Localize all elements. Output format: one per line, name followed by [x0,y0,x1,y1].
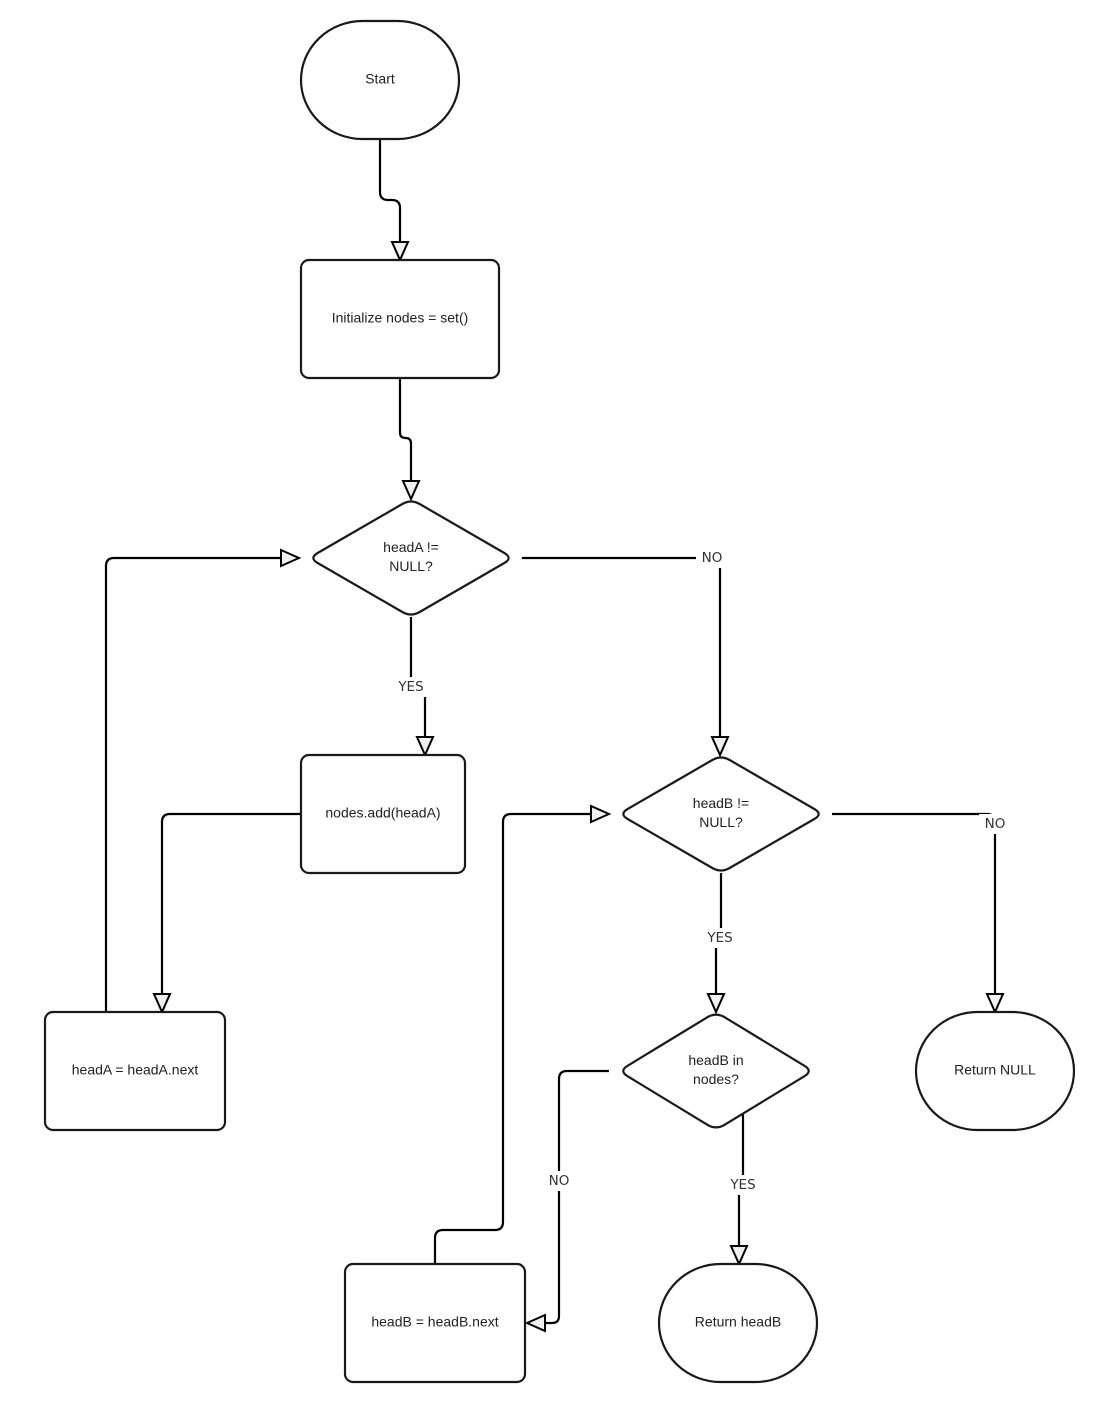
decision-shape [622,1013,810,1129]
node-addA[interactable]: nodes.add(headA) [299,753,467,875]
process-shape [343,1262,527,1384]
arrowhead-icon [729,1245,749,1267]
connector-line [522,556,722,737]
connector-line [398,378,413,481]
edge-label-text: NO [702,550,723,566]
node-label: headA != [383,539,439,555]
edges-layer [104,139,1005,1333]
node-label: headB = headB.next [371,1314,498,1330]
edge-label-background [395,677,427,697]
connector-line [545,1069,609,1325]
node-label: NULL? [389,558,433,574]
arrowhead-icon [390,241,410,263]
connector-line [160,812,301,994]
node-inNodes[interactable]: headB in nodes? [622,1013,810,1129]
process-shape [43,1010,227,1132]
edge-label-no: NO [979,814,1011,834]
edge-inNodes-to-nextB [524,1069,609,1333]
edge-label-yes: YES [395,677,427,697]
terminal-shape [299,19,461,141]
edge-label-yes: YES [704,928,736,948]
decision-shape [312,500,510,616]
connector-line [832,812,997,994]
node-label: Initialize nodes = set() [332,310,469,326]
edge-start-to-init [378,139,410,263]
edge-label-text: NO [985,816,1006,832]
node-label: nodes.add(headA) [325,805,440,821]
process-shape [299,258,501,380]
node-nextA[interactable]: headA = headA.next [43,1010,227,1132]
terminal-shape [914,1010,1076,1132]
edge-label-no: NO [543,1171,575,1191]
arrowhead-icon [524,1313,546,1333]
edge-label-background [704,928,736,948]
arrowhead-icon [152,993,172,1015]
edge-labels-layer: YES NO YES NO YES NO [395,548,1011,1195]
node-label: Start [365,71,395,87]
edge-nextA-to-checkA [104,548,302,1012]
arrowhead-icon [985,993,1005,1015]
decision-shape [622,756,820,872]
edge-label-text: YES [397,679,423,695]
edge-init-to-checkA [398,378,421,502]
node-label: Return headB [695,1314,781,1330]
node-nextB[interactable]: headB = headB.next [343,1262,527,1384]
edge-label-text: YES [706,930,732,946]
node-start[interactable]: Start [299,19,461,141]
edge-nextB-to-checkB [433,804,612,1264]
edge-checkA-to-checkB [522,556,730,758]
arrowhead-icon [401,480,421,502]
edge-label-no: NO [696,548,728,568]
arrowhead-icon [415,736,435,758]
node-label: headA = headA.next [72,1062,199,1078]
edge-checkB-to-retNull [832,812,1005,1015]
terminal-shape [657,1262,819,1384]
node-retNull[interactable]: Return NULL [914,1010,1076,1132]
node-checkA[interactable]: headA != NULL? [312,500,510,616]
edge-label-background [543,1171,575,1191]
arrowhead-icon [710,736,730,758]
edge-label-background [696,548,728,568]
edge-label-yes: YES [727,1175,759,1195]
node-label: Return NULL [954,1062,1036,1078]
node-checkB[interactable]: headB != NULL? [622,756,820,872]
process-shape [299,753,467,875]
node-init[interactable]: Initialize nodes = set() [299,258,501,380]
edge-label-text: NO [549,1173,570,1189]
node-retB[interactable]: Return headB [657,1262,819,1384]
edge-addA-to-nextA [152,812,301,1015]
edge-label-background [979,814,1011,834]
arrowhead-icon [590,804,612,824]
arrowhead-icon [706,993,726,1015]
connector-line [104,556,281,1012]
arrowhead-icon [280,548,302,568]
connector-line [433,812,591,1264]
connector-line [378,139,402,242]
node-label: headB in [688,1052,743,1068]
edge-label-background [727,1175,759,1195]
node-label: nodes? [693,1071,739,1087]
node-label: headB != [693,795,749,811]
node-label: NULL? [699,814,743,830]
edge-label-text: YES [729,1177,755,1193]
